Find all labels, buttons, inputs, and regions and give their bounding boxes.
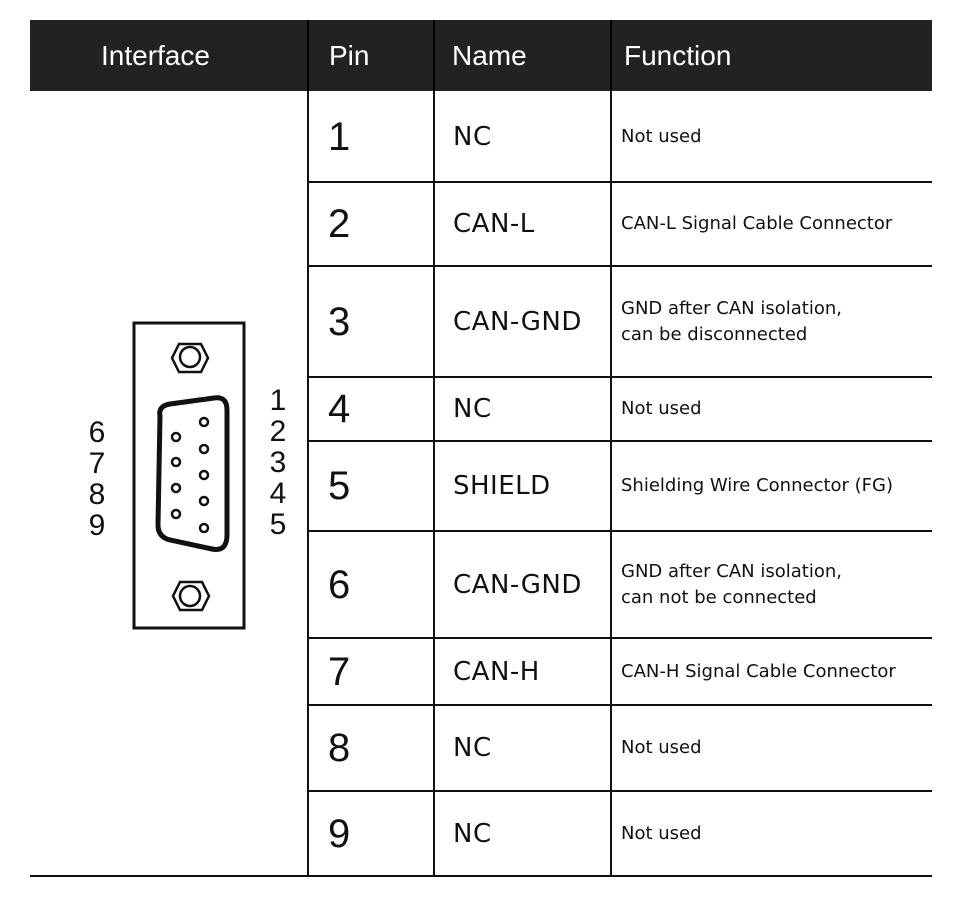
pin-name: CAN-L [453, 209, 535, 239]
pin-name: NC [453, 394, 492, 424]
pin-function-line: Not used [621, 822, 702, 844]
pin-number: 2 [328, 202, 351, 246]
pin-function-line: GND after CAN isolation, [621, 297, 842, 319]
row-divider [307, 376, 932, 378]
connector-pin-label: 2 [269, 415, 287, 448]
header-name: Name [452, 40, 527, 71]
pin-function-line: Not used [621, 125, 702, 147]
pin-number: 9 [328, 811, 351, 856]
header-pin: Pin [329, 40, 370, 71]
header-divider [610, 20, 612, 91]
pin-function-line: can be disconnected [621, 323, 808, 345]
pin-number: 3 [328, 299, 351, 344]
pin-function: Shielding Wire Connector (FG) [621, 473, 893, 499]
pin-function-line: GND after CAN isolation, [621, 560, 842, 582]
header-function: Function [624, 40, 732, 71]
pin-function-line: CAN-H Signal Cable Connector [621, 660, 896, 682]
pin-function-line: CAN-L Signal Cable Connector [621, 213, 893, 234]
connector-pin-label: 9 [88, 509, 106, 542]
connector-pin-label: 8 [88, 478, 106, 511]
column-divider [433, 91, 435, 877]
pin-number: 5 [328, 464, 351, 508]
pin-number: 1 [328, 114, 351, 159]
pin-name: NC [453, 121, 492, 152]
row-divider [307, 265, 932, 267]
connector-pin-label: 4 [269, 477, 287, 510]
column-divider [610, 91, 612, 877]
row-divider [307, 530, 932, 532]
pin-function: Not used [621, 124, 702, 150]
pin-function-line: Shielding Wire Connector (FG) [621, 475, 894, 496]
pin-name: CAN-GND [453, 306, 582, 337]
pin-function-line: Not used [621, 737, 702, 758]
pin-function: Not used [621, 396, 702, 422]
connector-pin-label: 5 [269, 508, 287, 541]
connector-pin-label: 3 [269, 446, 287, 479]
connector-pin-label: 7 [88, 447, 106, 480]
pin-function: Not used [621, 821, 702, 847]
pin-number: 7 [328, 649, 351, 694]
pin-function-line: can not be connected [621, 586, 817, 608]
header-divider [307, 20, 309, 91]
pin-function-line: Not used [621, 398, 702, 419]
pin-name: CAN-GND [453, 569, 582, 600]
pin-number: 6 [328, 562, 351, 607]
pin-name: SHIELD [453, 471, 551, 501]
pin-function: Not used [621, 735, 702, 761]
pin-number: 4 [328, 387, 351, 431]
table-header: Interface Pin Name Function [30, 20, 932, 91]
header-divider [433, 20, 435, 91]
pin-function: CAN-H Signal Cable Connector [621, 659, 896, 685]
connector-pin-label: 1 [269, 384, 287, 417]
db9-connector-icon [132, 321, 246, 630]
row-divider [307, 790, 932, 792]
pin-name: CAN-H [453, 656, 540, 687]
row-divider [307, 440, 932, 442]
row-divider [307, 704, 932, 706]
connector-pin-label: 6 [88, 416, 106, 449]
pin-function: GND after CAN isolation, can be disconnec… [621, 296, 842, 348]
pin-name: NC [453, 818, 492, 849]
table-bottom-border [30, 875, 932, 877]
pin-name: NC [453, 733, 492, 763]
pin-function: GND after CAN isolation, can not be conne… [621, 559, 842, 611]
column-divider [307, 91, 309, 877]
row-divider [307, 181, 932, 183]
pin-number: 8 [328, 726, 351, 770]
header-interface: Interface [101, 40, 210, 71]
row-divider [307, 637, 932, 639]
pin-function: CAN-L Signal Cable Connector [621, 211, 892, 237]
